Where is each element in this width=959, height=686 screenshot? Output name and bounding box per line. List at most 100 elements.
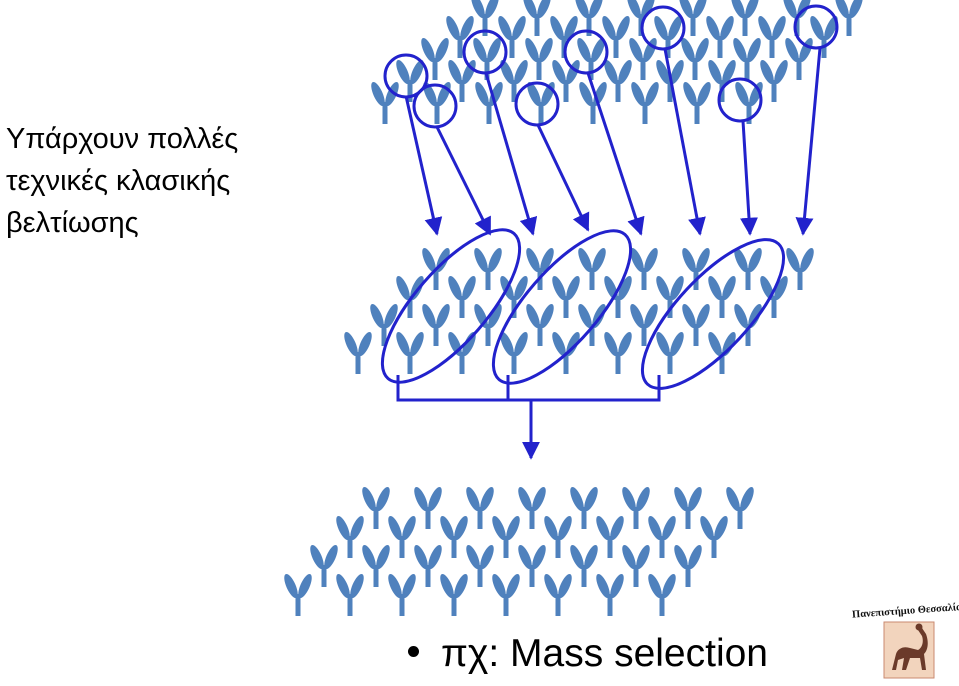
plant xyxy=(396,275,424,318)
plant xyxy=(362,544,390,587)
plant xyxy=(735,81,763,124)
plant xyxy=(466,486,494,529)
plant xyxy=(473,37,501,80)
plant xyxy=(648,515,676,558)
plant xyxy=(631,81,659,124)
plant xyxy=(734,303,762,346)
plant xyxy=(525,37,553,80)
selection-circle xyxy=(563,29,609,75)
plant xyxy=(656,59,684,102)
plant xyxy=(336,515,364,558)
plant xyxy=(466,544,494,587)
plant xyxy=(396,59,424,102)
plant xyxy=(604,59,632,102)
plant xyxy=(683,81,711,124)
selection-arrow xyxy=(740,120,758,236)
plant xyxy=(518,544,546,587)
plant xyxy=(500,59,528,102)
plant xyxy=(622,486,650,529)
plant xyxy=(630,303,658,346)
plants-layer xyxy=(284,0,863,616)
plant xyxy=(570,486,598,529)
plant xyxy=(310,544,338,587)
plant xyxy=(604,275,632,318)
plant xyxy=(500,331,528,374)
university-logo: Πανεπιστήμιο Θεσσαλίας xyxy=(852,598,959,684)
plant xyxy=(570,544,598,587)
plant xyxy=(446,15,474,58)
plant xyxy=(630,247,658,290)
plant xyxy=(726,486,754,529)
plant xyxy=(679,0,707,36)
plant xyxy=(682,303,710,346)
plant xyxy=(578,247,606,290)
selection-circle xyxy=(462,29,508,75)
combine-bracket xyxy=(396,375,661,402)
selection-arrow xyxy=(586,72,645,236)
plant xyxy=(370,303,398,346)
plant xyxy=(388,515,416,558)
plant xyxy=(440,573,468,616)
plant xyxy=(492,573,520,616)
plant xyxy=(440,515,468,558)
selection-circle xyxy=(514,81,560,127)
selection-circle xyxy=(793,4,839,50)
slide-heading: Υπάρχουν πολλές τεχνικές κλασικής βελτίω… xyxy=(6,123,239,239)
selection-layer xyxy=(380,4,839,460)
centaur-seal-icon xyxy=(883,621,935,679)
plant xyxy=(758,15,786,58)
plant xyxy=(474,247,502,290)
plant xyxy=(471,0,499,36)
plant xyxy=(421,37,449,80)
plant xyxy=(344,331,372,374)
plant xyxy=(396,331,424,374)
plant xyxy=(674,544,702,587)
plant xyxy=(518,486,546,529)
plant xyxy=(602,15,630,58)
plant xyxy=(422,303,450,346)
plant xyxy=(498,15,526,58)
plant xyxy=(284,573,312,616)
selection-arrow xyxy=(484,72,538,236)
bullet-dot xyxy=(408,646,419,658)
plant xyxy=(733,37,761,80)
plant xyxy=(786,247,814,290)
plant xyxy=(604,331,632,374)
plant xyxy=(414,486,442,529)
plant xyxy=(734,247,762,290)
plant xyxy=(414,544,442,587)
plant xyxy=(544,515,572,558)
selection-arrow xyxy=(435,126,492,236)
plant xyxy=(785,37,813,80)
plant xyxy=(760,59,788,102)
plant xyxy=(523,0,551,36)
selection-arrow xyxy=(795,47,822,236)
plant xyxy=(552,275,580,318)
plant xyxy=(622,544,650,587)
plant xyxy=(648,573,676,616)
plant xyxy=(552,59,580,102)
plant xyxy=(700,515,728,558)
selection-arrow xyxy=(663,48,706,236)
selection-arrow xyxy=(404,95,443,236)
plant xyxy=(596,573,624,616)
selection-group-ellipse xyxy=(380,228,522,384)
plant xyxy=(550,15,578,58)
plant xyxy=(577,37,605,80)
selection-circle xyxy=(717,77,763,123)
plant xyxy=(336,573,364,616)
bullet-item: πχ: Mass selection xyxy=(408,632,768,676)
plant xyxy=(708,275,736,318)
plant xyxy=(526,247,554,290)
selection-arrow xyxy=(536,124,590,232)
plant xyxy=(835,0,863,36)
plant xyxy=(371,81,399,124)
plant xyxy=(708,331,736,374)
plant xyxy=(388,573,416,616)
plant xyxy=(731,0,759,36)
plant xyxy=(362,486,390,529)
plant xyxy=(492,515,520,558)
plant xyxy=(656,331,684,374)
plant xyxy=(596,515,624,558)
